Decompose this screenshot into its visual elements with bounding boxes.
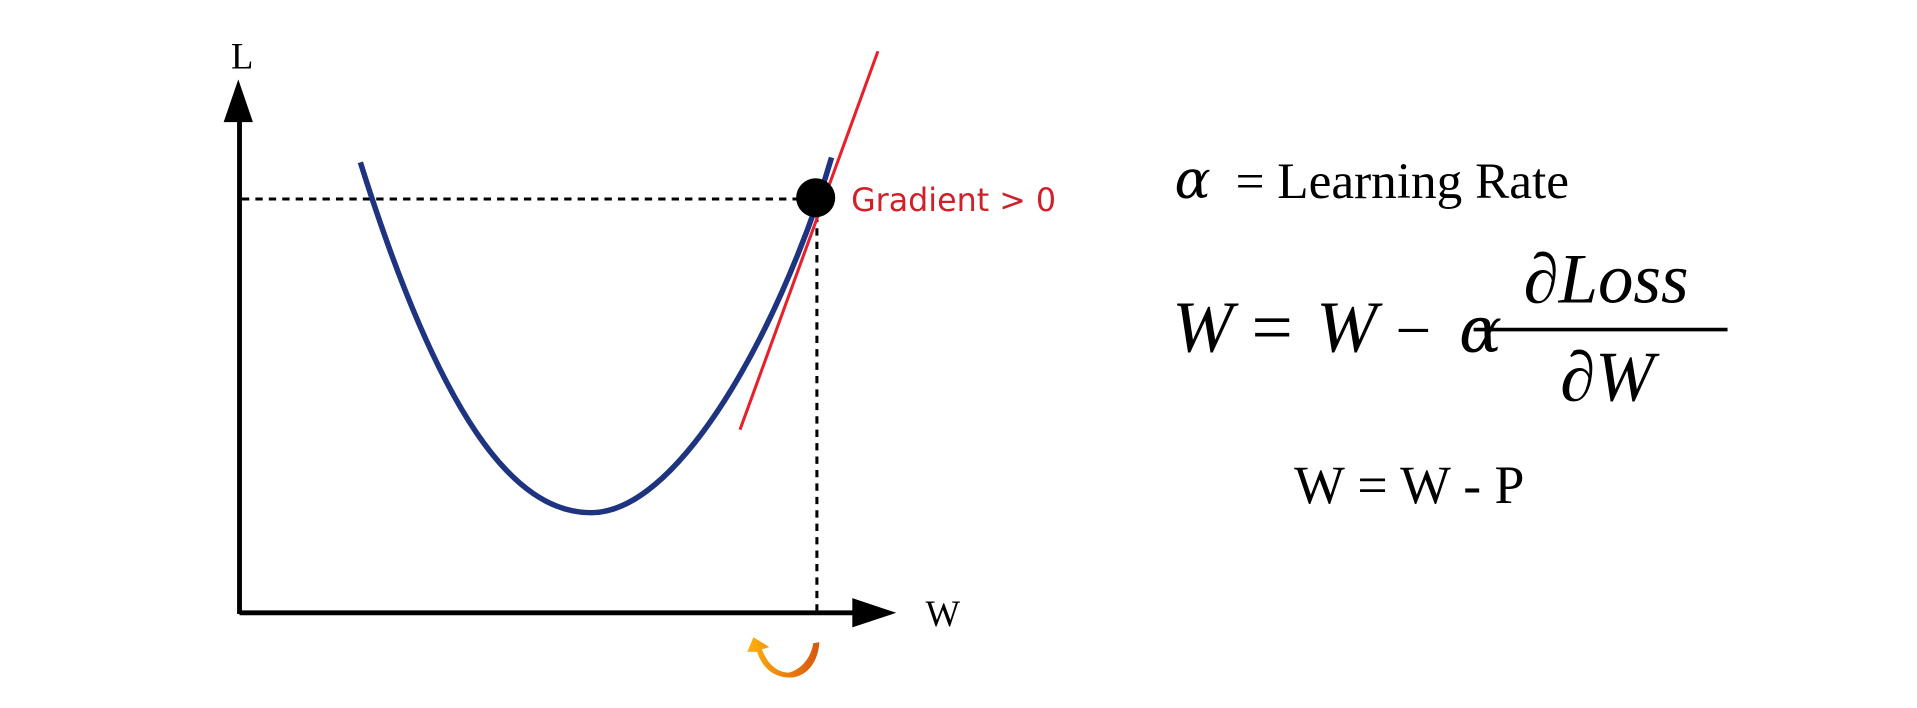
tangent-line	[738, 50, 880, 431]
gradient-label: Gradient > 0	[851, 183, 1056, 219]
alpha-symbol: α	[1175, 148, 1211, 211]
update-lhs: W	[1172, 287, 1239, 368]
update-formula: W = W − α ∂Loss ∂W	[1172, 241, 1728, 416]
y-axis-label: L	[231, 35, 253, 76]
y-axis-arrowhead	[223, 79, 253, 123]
fraction-denominator: ∂W	[1560, 338, 1660, 416]
simple-update-formula: W = W - P	[1294, 455, 1524, 515]
update-w: W	[1316, 287, 1383, 368]
x-axis-label: W	[926, 593, 961, 634]
alpha-definition: = Learning Rate	[1236, 153, 1569, 210]
update-equals: =	[1251, 287, 1292, 368]
current-point	[796, 178, 836, 218]
update-minus: −	[1396, 295, 1432, 366]
step-direction-arrow-icon	[747, 637, 820, 678]
fraction-numerator: ∂Loss	[1524, 241, 1689, 319]
loss-curve	[357, 156, 835, 516]
x-axis-arrowhead	[852, 598, 897, 628]
